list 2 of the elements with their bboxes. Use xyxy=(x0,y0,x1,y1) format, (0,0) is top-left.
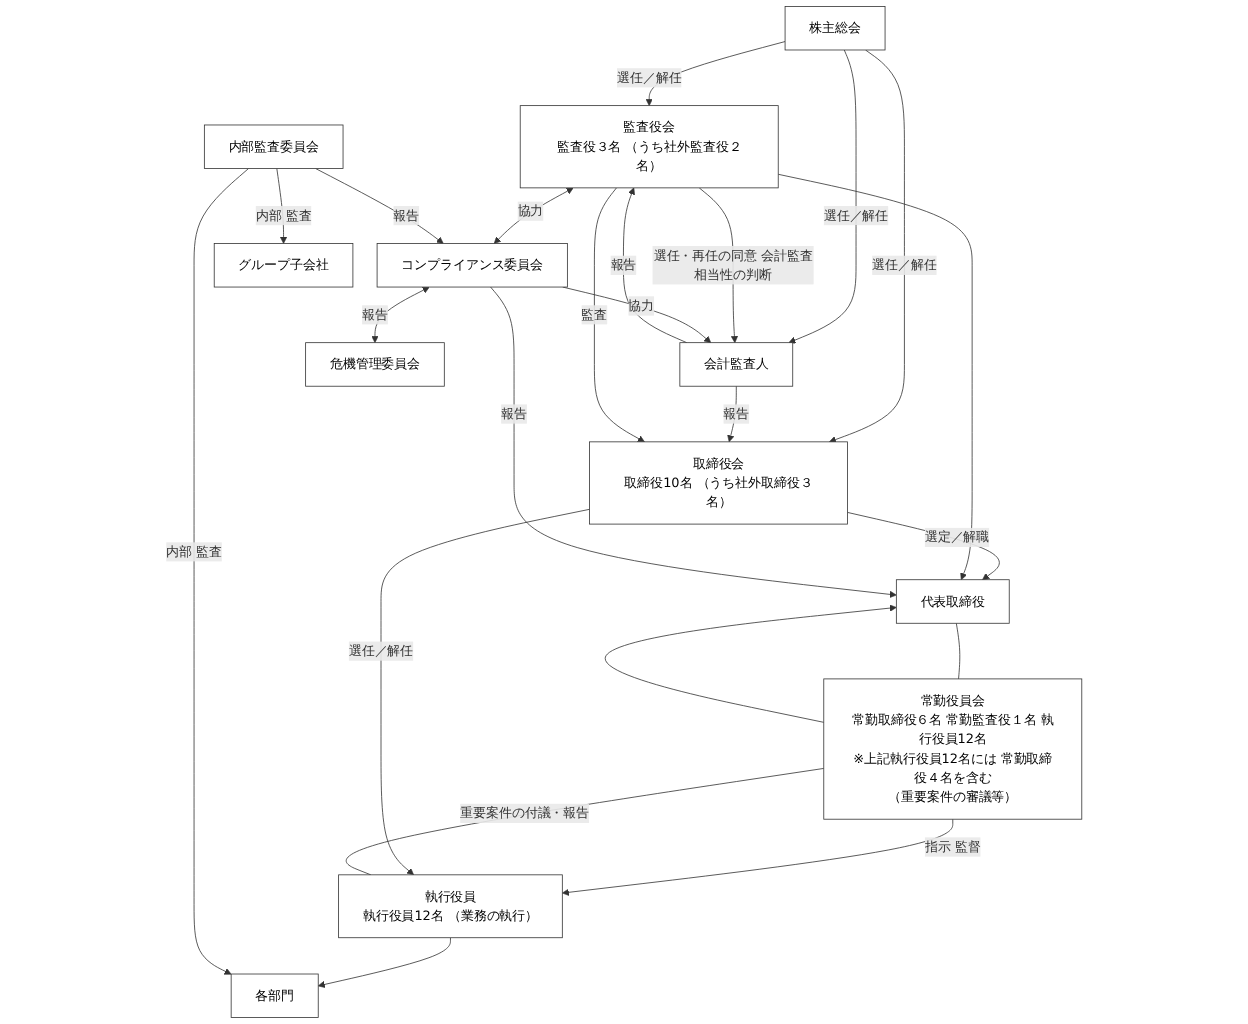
connector xyxy=(955,622,961,680)
connector xyxy=(345,768,825,876)
